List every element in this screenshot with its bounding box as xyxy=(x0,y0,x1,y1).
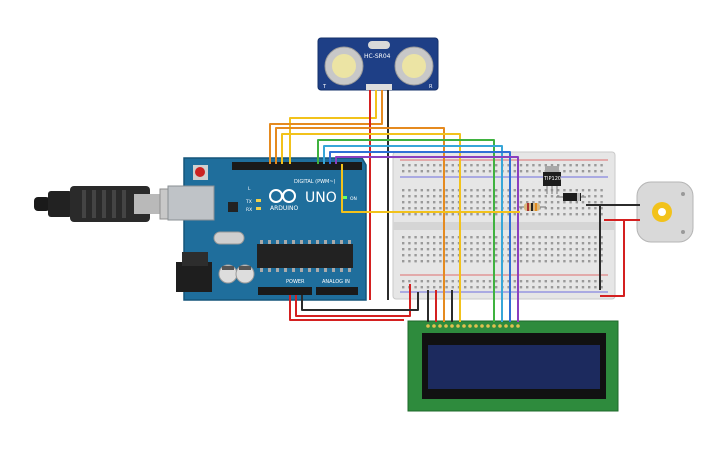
dc-motor-icon xyxy=(636,181,694,243)
resistor-icon xyxy=(518,203,546,211)
l-label: L xyxy=(248,186,251,192)
sensor-left-mark: T xyxy=(322,84,327,90)
power-label: POWER xyxy=(286,279,305,285)
rx-label: RX xyxy=(246,207,252,213)
wire-d3 xyxy=(329,151,511,322)
wire-d12 xyxy=(275,127,445,322)
wire-d5 xyxy=(317,139,495,322)
sensor-model: HC-SR04 xyxy=(364,53,391,60)
on-label: ON xyxy=(350,196,357,202)
wire-d2 xyxy=(335,156,519,322)
wire-d4 xyxy=(323,145,503,322)
wire-5v xyxy=(295,284,411,317)
lcd-16x2 xyxy=(407,320,619,412)
wire-vin xyxy=(289,295,404,321)
arduino-uno-board: ARDUINO UNO DIGITAL (PWM~) POWER ANALOG … xyxy=(167,157,367,301)
tip120-transistor: TIP120 xyxy=(543,166,561,194)
wire-sensor-trig xyxy=(289,90,377,164)
analog-label: ANALOG IN xyxy=(322,279,350,285)
wire-d11 xyxy=(281,133,461,322)
wire-pwm-motor xyxy=(341,164,520,213)
diode-icon xyxy=(556,193,586,201)
sensor-right-mark: R xyxy=(429,84,433,90)
wire-gnd xyxy=(301,292,419,311)
wire-sensor-echo xyxy=(269,90,383,164)
usb-cable-icon xyxy=(34,186,189,222)
arduino-logo-icon xyxy=(269,189,296,203)
wires xyxy=(269,90,640,322)
arduino-brand: ARDUINO xyxy=(270,205,299,212)
arduino-model: UNO xyxy=(305,190,337,206)
transistor-label: TIP120 xyxy=(543,176,561,182)
breadboard xyxy=(392,151,616,300)
wire-motor-pos xyxy=(600,219,625,297)
hc-sr04-sensor: HC-SR04 T R xyxy=(317,37,439,91)
digital-header-label: DIGITAL (PWM~) xyxy=(294,179,336,185)
tx-label: TX xyxy=(245,199,252,205)
